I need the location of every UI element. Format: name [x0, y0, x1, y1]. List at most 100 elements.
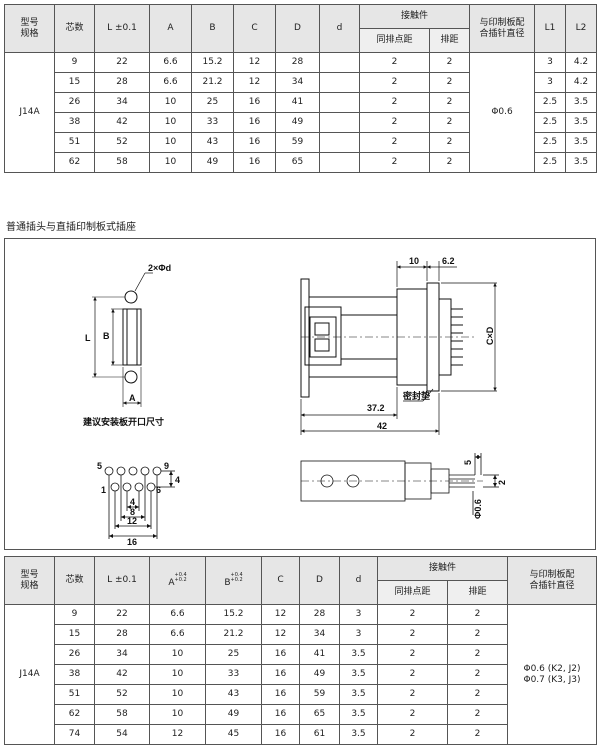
dim-A-label: A — [129, 393, 136, 403]
L-cell: 22 — [94, 604, 150, 625]
B-cell: 43 — [205, 684, 262, 705]
cutout-rect — [122, 308, 142, 366]
d-header: d — [319, 4, 360, 53]
row-pitch-cell: 2 — [428, 112, 471, 133]
pin-layout-view — [104, 466, 175, 539]
pin-diameter-cell-2: Φ0.6 (K2, J2)Φ0.7 (K3, J3) — [507, 604, 598, 745]
same-row-pitch-cell: 2 — [377, 624, 448, 645]
A-cell: 10 — [149, 152, 192, 173]
row-pitch-header: 排距 — [428, 28, 471, 53]
B-cell: 33 — [205, 664, 262, 685]
L-cell: 52 — [94, 684, 150, 705]
L2-header: L2 — [565, 4, 598, 53]
dim-2-label: 2 — [497, 480, 507, 485]
L-cell: 34 — [94, 92, 150, 113]
C-cell: 16 — [261, 724, 300, 745]
pin-6-label: 6 — [156, 485, 161, 495]
cores-cell: 51 — [54, 132, 95, 153]
row-pitch-cell: 2 — [446, 724, 509, 745]
D-cell: 49 — [299, 664, 340, 685]
connector-side-view — [300, 278, 475, 398]
D-cell: 59 — [299, 684, 340, 705]
d-cell — [319, 112, 360, 133]
mount-hole-top — [124, 290, 138, 304]
A-cell: 6.6 — [149, 604, 206, 625]
L2-cell: 3.5 — [565, 112, 598, 133]
L2-cell: 4.2 — [565, 72, 598, 93]
model-header: 型号 规格 — [4, 4, 55, 53]
pcb-socket-view — [300, 453, 499, 515]
pin-diameter-cell: Φ0.6 — [469, 52, 536, 173]
row-pitch-cell: 2 — [446, 604, 509, 625]
d-cell: 3 — [339, 624, 378, 645]
B-tolerance: +0.4+0.2 — [231, 572, 243, 583]
row-pitch-cell: 2 — [446, 684, 509, 705]
pin-9-label: 9 — [164, 461, 169, 471]
model-cell: J14A — [4, 52, 55, 173]
dim-8-label: 8 — [130, 507, 135, 517]
same-row-pitch-cell: 2 — [377, 604, 448, 625]
dim-4-label: 4 — [130, 497, 135, 507]
L1-cell: 3 — [534, 72, 567, 93]
same-row-pitch-cell: 2 — [377, 704, 448, 725]
D-cell: 34 — [299, 624, 340, 645]
cores-cell: 9 — [54, 604, 95, 625]
row-pitch-cell: 2 — [428, 92, 471, 113]
row-pitch-cell: 2 — [446, 644, 509, 665]
dim-12-label: 12 — [127, 516, 137, 526]
L-cell: 34 — [94, 644, 150, 665]
hole-label: 2×Φd — [148, 263, 171, 273]
same-row-pitch-cell: 2 — [359, 52, 430, 73]
L1-cell: 2.5 — [534, 112, 567, 133]
row-pitch-cell: 2 — [428, 72, 471, 93]
same-row-pitch-cell: 2 — [377, 724, 448, 745]
dim-6-2-label: 6.2 — [442, 256, 455, 266]
dim-CxD-label: C×D — [485, 326, 495, 345]
drawing-svg: 2×Φd L B A 建议安装板开口尺寸 — [83, 256, 507, 547]
pin-5-label: 5 — [97, 461, 102, 471]
L-cell: 28 — [94, 72, 150, 93]
dim-4-side-label: 4 — [175, 475, 180, 485]
dim-16-label: 16 — [127, 537, 137, 547]
C-cell: 12 — [261, 624, 300, 645]
d-header-2: d — [339, 556, 378, 605]
pin-diameter-1: Φ0.6 (K2, J2) — [523, 664, 581, 675]
L1-cell: 2.5 — [534, 132, 567, 153]
d-cell — [319, 72, 360, 93]
A-cell: 10 — [149, 704, 206, 725]
same-row-pitch-cell: 2 — [359, 132, 430, 153]
L-cell: 58 — [94, 152, 150, 173]
L-header-2: L ±0.1 — [94, 556, 150, 605]
row-pitch-cell: 2 — [446, 624, 509, 645]
D-cell: 59 — [275, 132, 320, 153]
B-cell: 45 — [205, 724, 262, 745]
B-cell: 25 — [205, 644, 262, 665]
C-header: C — [233, 4, 276, 53]
A-cell: 10 — [149, 644, 206, 665]
cores-cell: 74 — [54, 724, 95, 745]
row-pitch-cell: 2 — [428, 132, 471, 153]
A-cell: 10 — [149, 112, 192, 133]
same-row-pitch-cell: 2 — [359, 152, 430, 173]
technical-drawing: 2×Φd L B A 建议安装板开口尺寸 — [4, 238, 596, 550]
pcb-pin-header: 与印制板配 合插针直径 — [469, 4, 536, 53]
A-tol-lower: +0.2 — [174, 576, 187, 583]
cores-cell: 62 — [54, 704, 95, 725]
A-header-2-label: A — [168, 577, 175, 588]
dim-10-label: 10 — [409, 256, 419, 266]
same-row-pitch-cell: 2 — [377, 644, 448, 665]
d-cell: 3 — [339, 604, 378, 625]
dim-L-label: L — [85, 333, 91, 343]
C-cell: 16 — [233, 132, 276, 153]
L1-cell: 3 — [534, 52, 567, 73]
D-cell: 65 — [299, 704, 340, 725]
L-cell: 52 — [94, 132, 150, 153]
dim-42-label: 42 — [377, 421, 387, 431]
row-pitch-cell: 2 — [428, 52, 471, 73]
D-header: D — [275, 4, 320, 53]
L1-header: L1 — [534, 4, 567, 53]
A-cell: 6.6 — [149, 624, 206, 645]
